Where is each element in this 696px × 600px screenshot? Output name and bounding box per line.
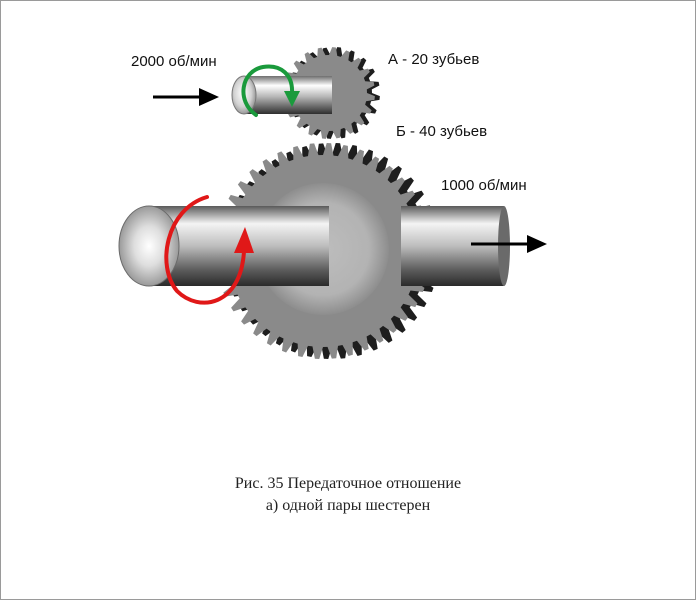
gear-b-label: Б - 40 зубьев xyxy=(396,123,488,140)
input-direction-arrow xyxy=(153,88,219,106)
input-speed-label: 2000 об/мин xyxy=(131,53,217,70)
main-shaft-left xyxy=(118,205,329,287)
output-direction-arrow xyxy=(471,235,547,253)
output-rotation-arrow xyxy=(164,195,254,305)
output-shaft xyxy=(401,206,510,286)
figure-caption-line1: Рис. 35 Передаточное отношение xyxy=(234,475,462,492)
output-speed-label: 1000 об/мин xyxy=(441,177,527,194)
input-rotation-arrow xyxy=(241,64,300,117)
gear-a-label: А - 20 зубьев xyxy=(388,51,480,68)
figure-caption-line2: а) одной пары шестерен xyxy=(265,497,431,514)
